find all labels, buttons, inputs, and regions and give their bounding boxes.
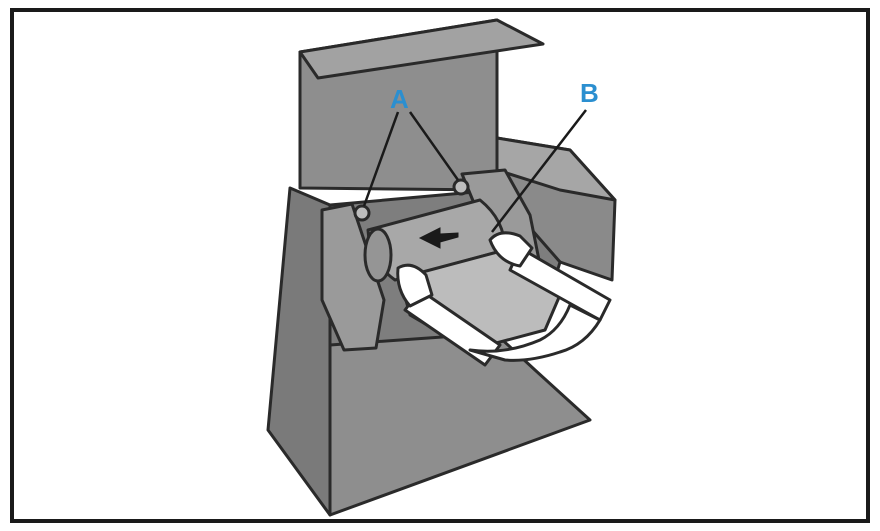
callout-a-leader-right — [408, 111, 460, 181]
arrow-left-icon — [418, 227, 459, 249]
cutaway-edge — [468, 303, 602, 362]
right-hand — [488, 231, 534, 268]
paper-roll-end — [363, 227, 393, 283]
left-roller-bracket — [320, 202, 386, 352]
roller-mount-pin-left — [353, 204, 371, 222]
roller-mount-pin-right — [452, 178, 470, 196]
callout-a-label: A — [390, 84, 409, 114]
callout-b-leader — [491, 109, 587, 233]
callout-a-leader-left — [362, 111, 400, 207]
cabinet-lid — [298, 18, 545, 80]
left-hand — [396, 263, 434, 308]
printer-cabinet — [266, 18, 617, 517]
callout-b-label: B — [580, 78, 599, 108]
